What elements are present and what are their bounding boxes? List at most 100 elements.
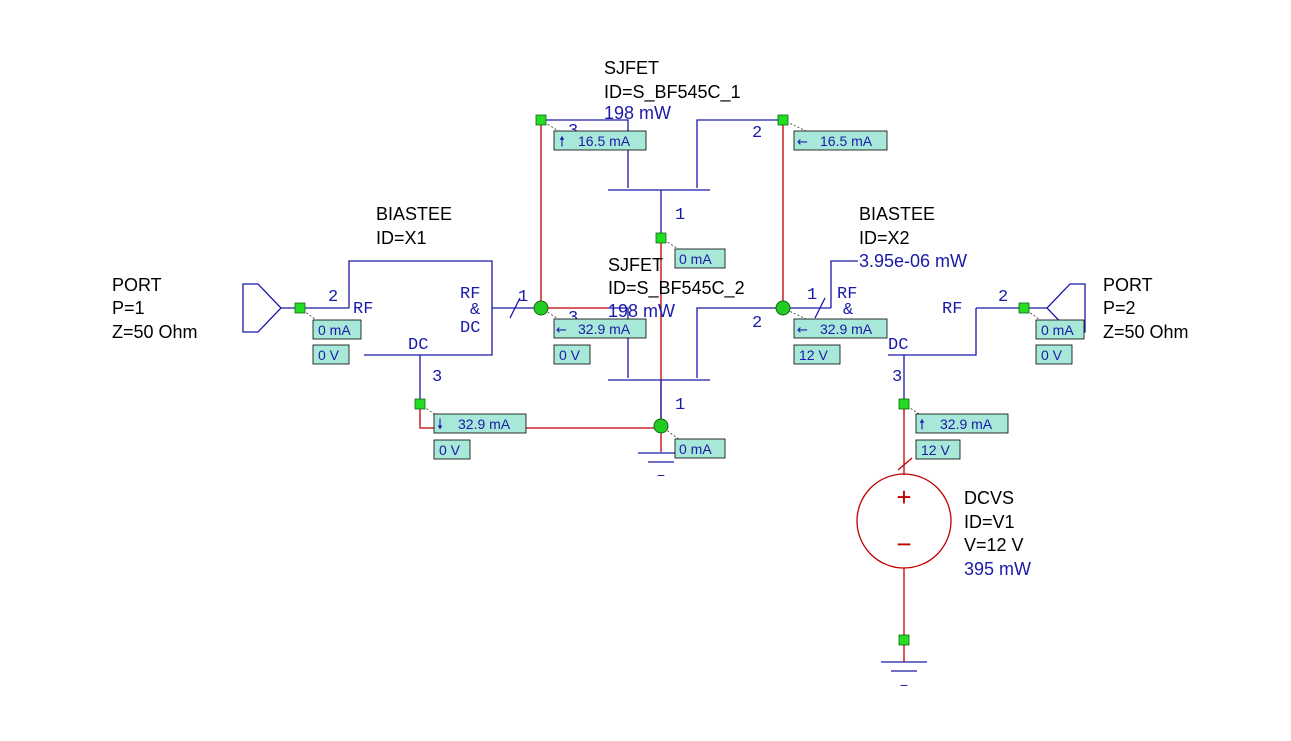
bt1-outline	[348, 260, 493, 356]
leader-port2	[1023, 307, 1041, 321]
bt2-pin-1: 1	[807, 286, 817, 305]
tag-j2-drain-voltage-box	[553, 344, 591, 365]
tag-j2-source-voltage[interactable]: 12 V	[793, 344, 841, 365]
arrow-left-icon: ←	[797, 323, 808, 338]
tag-bt1-dc-current[interactable]: 🠗 32.9 mA	[433, 413, 527, 434]
tag-bt2-dc-current-text: 32.9 mA	[940, 416, 993, 432]
junction-ground[interactable]	[653, 418, 669, 434]
tag-bt2-dc-voltage[interactable]: 12 V	[915, 439, 961, 460]
tag-j2-gate-current-box	[674, 438, 726, 459]
tag-j1-gate-current-text: 0 mA	[679, 251, 712, 267]
tag-j2-source-current-box	[793, 318, 888, 339]
bt1-rfdc-rf-label: RF	[460, 285, 480, 304]
bt2-rfdc-amp-label: &	[843, 301, 853, 320]
bt2-rf-label: RF	[942, 300, 962, 319]
tag-j1-gate-current[interactable]: 0 mA	[674, 248, 726, 269]
tag-port2-current[interactable]: 0 mA	[1035, 319, 1085, 340]
bt1-pin-3: 3	[432, 368, 442, 387]
red-wires	[419, 120, 913, 640]
dcvs-v-label: V=12 V	[964, 535, 1024, 555]
node-j1-source[interactable]	[777, 114, 789, 126]
tag-j2-drain-voltage[interactable]: 0 V	[553, 344, 591, 365]
tag-bt1-dc-current-text: 32.9 mA	[458, 416, 511, 432]
bt1-id-label: ID=X1	[376, 228, 427, 248]
ground-right-minus: −	[900, 677, 908, 693]
bt1-pin-1: 1	[518, 288, 528, 307]
bt1-type-label: BIASTEE	[376, 204, 452, 224]
tag-bt1-dc-voltage[interactable]: 0 V	[433, 439, 471, 460]
tag-j2-drain-voltage-text: 0 V	[559, 347, 581, 363]
bt2-dc-label: DC	[888, 336, 908, 355]
port2-p-label: P=2	[1103, 298, 1136, 318]
tag-port1-voltage-box	[312, 344, 350, 365]
dcvs-minus: −	[896, 529, 911, 559]
tag-port2-voltage[interactable]: 0 V	[1035, 344, 1073, 365]
tag-port1-current[interactable]: 0 mA	[312, 319, 362, 340]
nodes	[294, 114, 1030, 646]
tag-j1-drain-current-text: 16.5 mA	[578, 133, 631, 149]
wire-slash-dcvs	[897, 457, 913, 471]
tag-j1-source-current-box	[793, 130, 888, 151]
tag-j1-drain-current-box	[553, 130, 647, 151]
tag-j2-drain-current-box	[553, 318, 647, 339]
port2-type-label: PORT	[1103, 275, 1153, 295]
junction-j2-source[interactable]	[775, 300, 791, 316]
tag-port1-voltage[interactable]: 0 V	[312, 344, 350, 365]
tag-port2-current-box	[1035, 319, 1085, 340]
tag-j1-drain-current[interactable]: 🠕 16.5 mA	[553, 130, 647, 151]
tag-j2-gate-current-text: 0 mA	[679, 441, 712, 457]
tag-port2-voltage-text: 0 V	[1041, 347, 1063, 363]
j1-pin-1: 1	[675, 206, 685, 225]
tag-j1-source-current-text: 16.5 mA	[820, 133, 873, 149]
node-port1[interactable]	[294, 302, 306, 314]
tag-port2-voltage-box	[1035, 344, 1073, 365]
tag-bt2-dc-current-box	[915, 413, 1009, 434]
tag-bt1-dc-voltage-text: 0 V	[439, 442, 461, 458]
tag-j2-source-current[interactable]: ← 32.9 mA	[793, 318, 888, 339]
node-j1-gate[interactable]	[655, 232, 667, 244]
tag-bt2-dc-current[interactable]: 🠕 32.9 mA	[915, 413, 1009, 434]
tag-port1-current-text: 0 mA	[318, 322, 351, 338]
j1-id-label: ID=S_BF545C_1	[604, 82, 741, 103]
j1-power-label: 198 mW	[604, 103, 671, 123]
junction-j2-drain[interactable]	[533, 300, 549, 316]
dcvs-type-label: DCVS	[964, 488, 1014, 508]
biastee-x2[interactable]: BIASTEE ID=X2 3.95e-06 mW 1 RF & RF 2 DC…	[783, 204, 1024, 404]
ground-left-minus: −	[657, 467, 665, 483]
dcvs-circle	[856, 473, 952, 569]
arrow-up-icon: 🠕	[919, 417, 925, 433]
bt1-rfdc-dc-label: DC	[460, 319, 480, 338]
node-bt2-dc[interactable]	[898, 398, 910, 410]
port1-symbol	[242, 283, 282, 333]
node-j1-drain[interactable]	[535, 114, 547, 126]
port-1[interactable]: PORT P=1 Z=50 Ohm	[112, 275, 300, 342]
arrow-up-icon: 🠕	[559, 134, 565, 150]
node-bt1-dc[interactable]	[414, 398, 426, 410]
tag-j2-gate-current[interactable]: 0 mA	[674, 438, 726, 459]
j1-pin-2: 2	[752, 124, 762, 143]
node-port2[interactable]	[1018, 302, 1030, 314]
tag-j2-drain-current-text: 32.9 mA	[578, 321, 631, 337]
dcvs-v1[interactable]: + − DCVS ID=V1 V=12 V 395 mW	[856, 473, 1031, 579]
bt2-pin-3: 3	[892, 368, 902, 387]
node-dcvs-bottom[interactable]	[898, 634, 910, 646]
biastee-x1[interactable]: BIASTEE ID=X1 2 RF RF & DC 1 DC 3	[300, 204, 541, 404]
tag-port2-current-text: 0 mA	[1041, 322, 1074, 338]
dcvs-power-label: 395 mW	[964, 559, 1031, 579]
bt1-dc-label: DC	[408, 336, 428, 355]
tag-j1-source-current[interactable]: ← 16.5 mA	[793, 130, 888, 151]
tag-j2-drain-current[interactable]: ← 32.9 mA	[553, 318, 647, 339]
dcvs-plus: +	[896, 482, 911, 512]
ground-right[interactable]: −	[881, 640, 927, 693]
wire-bt1-dc-to-ground[interactable]	[419, 404, 661, 429]
tag-bt1-dc-current-box	[433, 413, 527, 434]
sjfet-2[interactable]: SJFET ID=S_BF545C_2 198 mW 3 2 1	[568, 255, 783, 426]
bt2-type-label: BIASTEE	[859, 204, 935, 224]
arrow-left-icon: ←	[556, 323, 567, 338]
leader-port1	[299, 307, 317, 321]
tag-bt1-dc-voltage-box	[433, 439, 471, 460]
bt1-rf-label: RF	[353, 300, 373, 319]
bt2-slash	[814, 297, 826, 319]
port2-z-label: Z=50 Ohm	[1103, 322, 1189, 342]
